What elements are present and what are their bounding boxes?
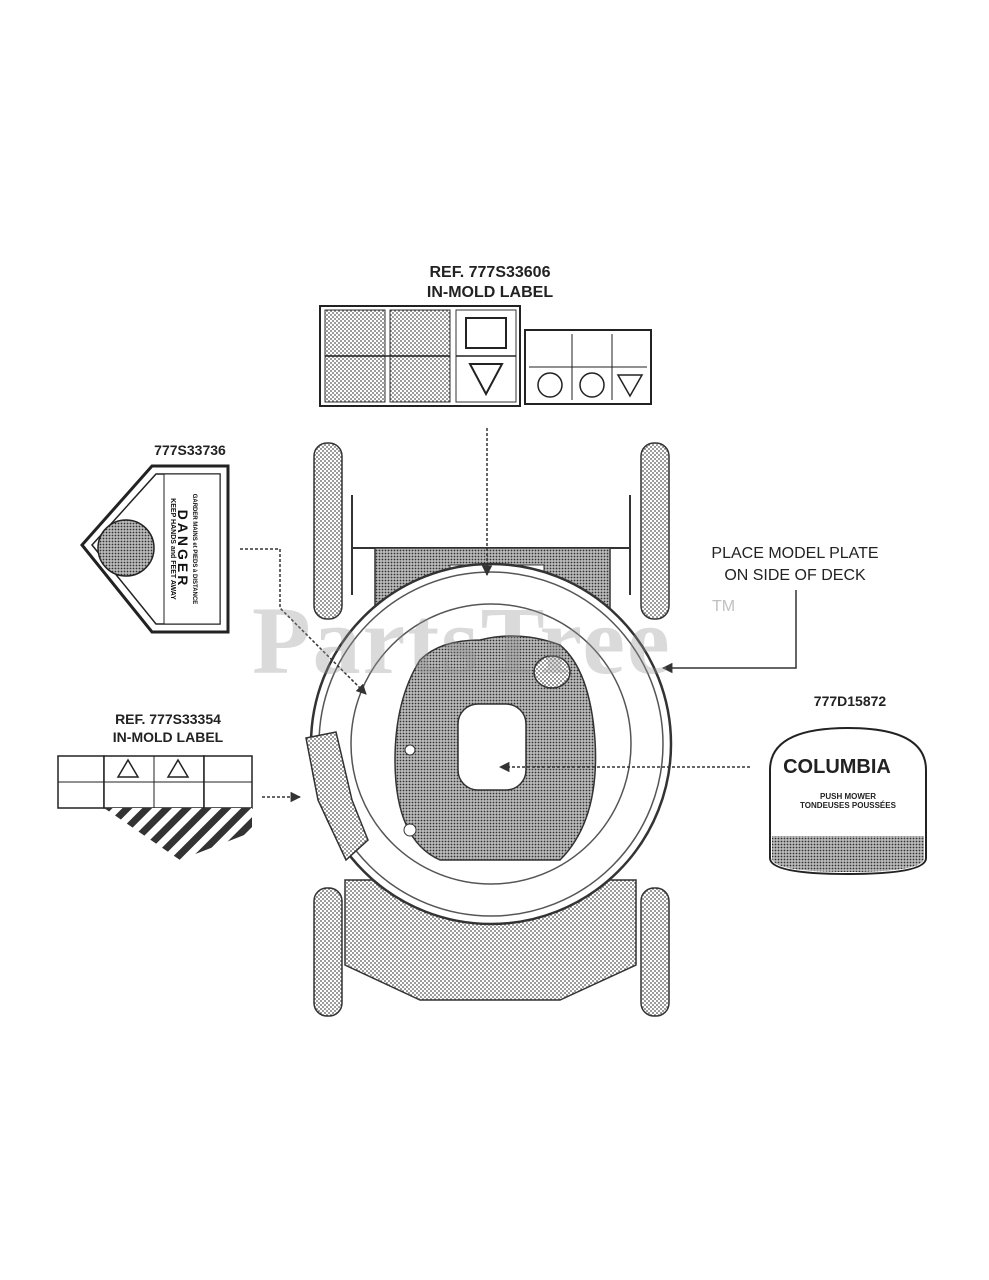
danger-decal-arrow	[240, 548, 367, 695]
top-label-ref: REF. 777S33606	[429, 264, 551, 281]
columbia-brand: COLUMBIA	[783, 756, 891, 778]
columbia-line-1: PUSH MOWER	[820, 792, 876, 801]
watermark-tm: TM	[712, 598, 736, 615]
danger-decal-part: 777S33736	[154, 442, 226, 458]
rear-right-wheel	[640, 442, 670, 620]
leader-lines	[240, 428, 797, 803]
top-in-mold-label	[319, 305, 652, 407]
danger-decal-text: GARDER MAINS et PIEDS à DISTANCE DANGER …	[169, 474, 197, 624]
columbia-line-2: TONDEUSES POUSSÉES	[800, 801, 896, 810]
danger-decal	[80, 464, 230, 634]
watermark: PartsTree	[252, 587, 672, 694]
mower-body	[305, 442, 673, 1017]
bottom-label-sub: IN-MOLD LABEL	[112, 729, 224, 745]
danger-line-french: GARDER MAINS et PIEDS à DISTANCE	[191, 493, 197, 605]
columbia-decal-part: 777D15872	[813, 693, 887, 709]
columbia-decal	[769, 726, 927, 876]
rear-left-wheel	[313, 442, 343, 620]
bottom-label-ref: REF. 777S33354	[115, 711, 221, 727]
bottom-left-in-mold-label	[57, 755, 253, 860]
model-plate-note-2: ON SIDE OF DECK	[724, 567, 866, 584]
front-left-wheel	[313, 887, 343, 1017]
front-right-wheel	[640, 887, 670, 1017]
danger-line-title: DANGER	[175, 509, 191, 589]
top-label-sub: IN-MOLD LABEL	[426, 284, 554, 301]
danger-line-english: KEEP HANDS and FEET AWAY	[169, 498, 176, 600]
model-plate-arrow	[661, 590, 797, 674]
model-plate-note-1: PLACE MODEL PLATE	[711, 545, 879, 562]
